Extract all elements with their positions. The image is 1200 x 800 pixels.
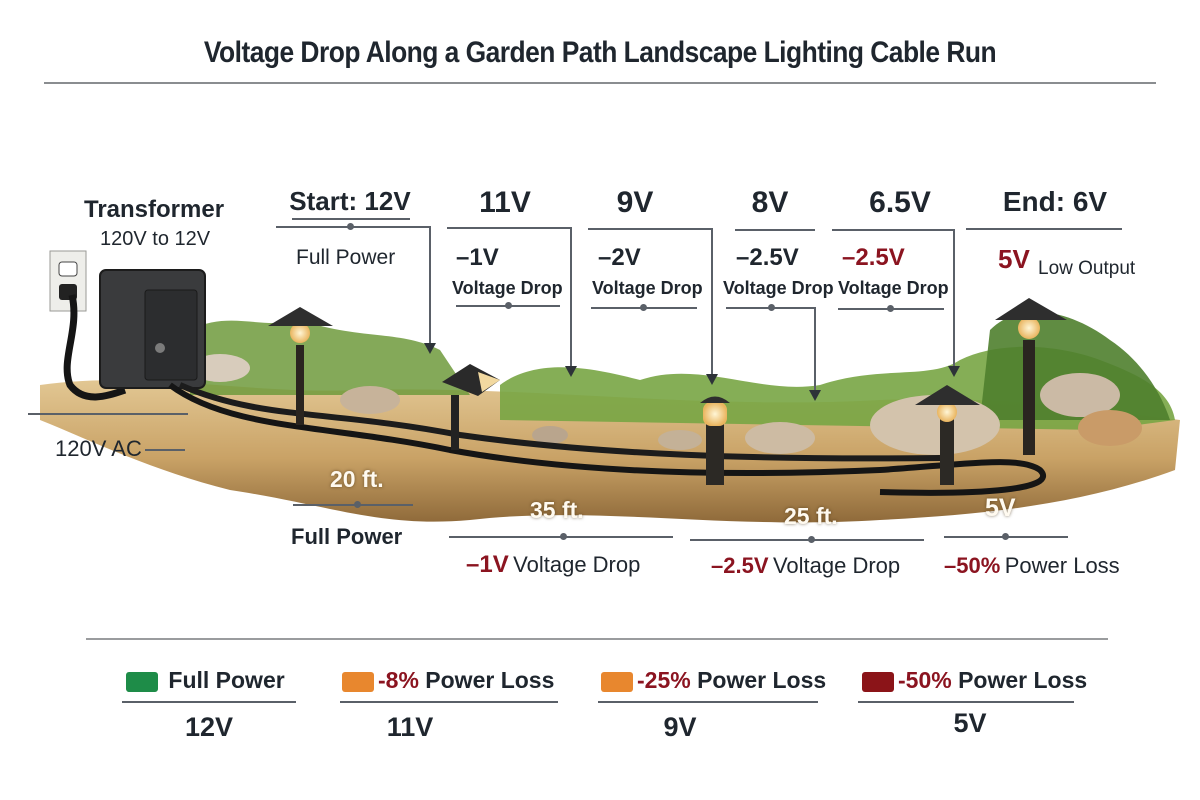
legend-voltage: 11V (386, 712, 434, 742)
marker-9v-note: Voltage Drop (592, 278, 703, 298)
transformer-label: Transformer (84, 196, 225, 223)
segment-4-label: –50% Power Loss (944, 553, 1120, 579)
marker-11v-divider (447, 227, 571, 229)
marker-11v-arrow-icon (565, 366, 577, 377)
segment-2-label: –1V Voltage Drop (466, 551, 640, 579)
marker-dot (560, 533, 567, 540)
segment-4-value: –50% (944, 553, 1001, 578)
marker-8v-drop: –2.5V (736, 244, 799, 271)
marker-11v-voltage: 11V (479, 186, 531, 219)
marker-9v-divider (588, 228, 712, 230)
legend-voltage: 9V (663, 712, 697, 742)
end-voltage: End: 6V (1002, 186, 1108, 217)
start-voltage: Start: 12V (289, 186, 411, 216)
segment-3-label: –2.5V Voltage Drop (711, 553, 900, 579)
legend-underline (122, 701, 296, 703)
marker-6-5v-arrow-icon (948, 366, 960, 377)
end-drop: 5V (998, 244, 1030, 274)
transformer-sublabel: 120V to 12V (100, 228, 211, 250)
marker-8v-arrow-icon (809, 390, 821, 401)
segment-1-underline (293, 504, 413, 506)
segment-1-note: Full Power (291, 524, 403, 549)
marker-8v-divider (735, 229, 815, 231)
marker-8v-voltage: 8V (751, 186, 789, 219)
segment-1-distance: 20 ft. (330, 466, 384, 492)
legend-item-25-percent: -25% Power Loss (601, 667, 826, 694)
marker-dot (808, 536, 815, 543)
marker-9v-voltage: 9V (616, 186, 654, 219)
input-voltage-label: 120V AC (55, 436, 142, 461)
diagram-title: Voltage Drop Along a Garden Path Landsca… (203, 36, 997, 69)
segment-2-note: Voltage Drop (513, 552, 641, 577)
legend-item-full-power: Full Power (126, 667, 285, 694)
legend-pct: -8% (378, 667, 419, 693)
marker-dot (1002, 533, 1009, 540)
marker-6-5v-divider (832, 229, 954, 231)
marker-6-5v-voltage: 6.5V (869, 186, 931, 219)
legend-label: Power Loss (697, 667, 827, 693)
marker-9v-drop: –2V (598, 244, 641, 271)
title-divider (44, 82, 1156, 84)
marker-dot (640, 304, 647, 311)
marker-11v-pointer-line (570, 227, 572, 367)
marker-dot (768, 304, 775, 311)
marker-6-5v-note: Voltage Drop (838, 278, 949, 298)
marker-9v-arrow-icon (706, 374, 718, 385)
legend-label: Full Power (168, 667, 285, 693)
end-divider (966, 228, 1122, 230)
legend-pct: -25% (637, 667, 691, 693)
start-note: Full Power (296, 246, 396, 269)
segment-3-underline (690, 539, 924, 541)
legend-item-8-percent: -8% Power Loss (342, 667, 554, 694)
legend-label: Power Loss (425, 667, 555, 693)
marker-8v-note: Voltage Drop (723, 278, 834, 298)
legend-underline (858, 701, 1074, 703)
marker-dot (347, 223, 354, 230)
marker-9v-pointer-line (711, 228, 713, 375)
segment-3-distance: 25 ft. (784, 503, 838, 529)
legend-underline (340, 701, 558, 703)
marker-6-5v-drop: –2.5V (842, 244, 905, 271)
marker-11v-drop: –1V (456, 244, 499, 271)
segment-2-value: –1V (466, 551, 509, 578)
marker-11v-note: Voltage Drop (452, 278, 563, 298)
segment-3-note: Voltage Drop (772, 553, 901, 578)
legend-swatch-orange (342, 671, 374, 692)
legend-divider (86, 638, 1108, 640)
segment-3-value: –2.5V (711, 553, 769, 578)
legend-label: Power Loss (958, 667, 1088, 693)
segment-4-voltage: 5V (985, 494, 1016, 522)
segment-2-distance: 35 ft. (530, 497, 584, 523)
start-arrow-icon (424, 343, 436, 354)
start-underline (292, 218, 410, 220)
ground-line (28, 413, 188, 415)
legend-swatch-orange (601, 671, 633, 692)
legend-item-50-percent: -50% Power Loss (862, 667, 1087, 694)
start-pointer-line (429, 226, 431, 344)
garden-scene-illustration (40, 250, 1180, 523)
legend-underline (598, 701, 818, 703)
legend-voltage: 12V (184, 712, 234, 742)
legend-pct: -50% (898, 667, 952, 693)
marker-6-5v-pointer-line (953, 229, 955, 367)
segment-4-note: Power Loss (1004, 553, 1120, 578)
legend-voltage: 5V (953, 708, 987, 738)
marker-dot (887, 305, 894, 312)
legend-swatch-green (126, 671, 158, 692)
input-voltage-leader (145, 449, 185, 451)
end-note: Low Output (1038, 258, 1136, 279)
legend-swatch-dark-red (862, 671, 894, 692)
marker-dot (354, 501, 361, 508)
marker-dot (505, 302, 512, 309)
marker-8v-pointer-line (814, 307, 816, 391)
